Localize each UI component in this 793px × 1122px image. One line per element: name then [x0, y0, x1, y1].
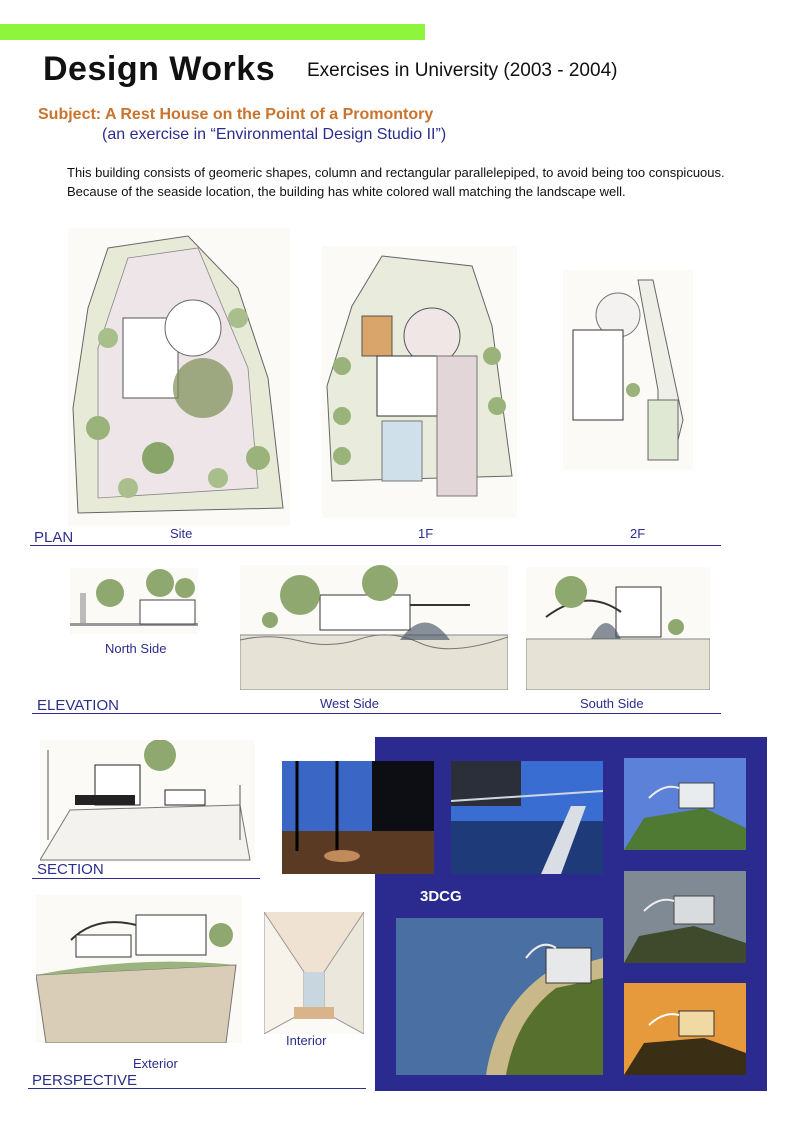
cg-render-aerial	[396, 918, 603, 1075]
section-label: SECTION	[37, 861, 104, 878]
exterior-perspective-drawing	[36, 895, 242, 1043]
first-floor-plan-drawing	[322, 246, 517, 518]
elevation-caption-south: South Side	[580, 696, 644, 711]
west-elevation-drawing	[240, 565, 508, 690]
cg-render-deck	[451, 761, 603, 874]
section-rule	[32, 878, 260, 879]
subject-subtitle: (an exercise in “Environmental Design St…	[102, 126, 447, 143]
elevation-caption-north: North Side	[105, 641, 167, 656]
perspective-caption-exterior: Exterior	[133, 1056, 178, 1071]
perspective-caption-interior: Interior	[286, 1033, 327, 1048]
cg-render-day	[624, 758, 746, 850]
subject-title: Subject: A Rest House on the Point of a …	[38, 106, 434, 123]
elevation-rule	[32, 713, 721, 714]
perspective-rule	[28, 1088, 366, 1089]
section-drawing	[40, 740, 255, 862]
plan-caption-2f: 2F	[630, 526, 646, 541]
plan-rule	[30, 545, 721, 546]
cg-render-sunset	[624, 983, 746, 1075]
second-floor-plan-drawing	[563, 270, 693, 470]
perspective-label: PERSPECTIVE	[32, 1072, 138, 1089]
interior-perspective-drawing	[264, 912, 364, 1034]
page-subtitle: Exercises in University (2003 - 2004)	[307, 60, 618, 81]
elevation-caption-west: West Side	[320, 696, 380, 711]
site-plan-drawing	[68, 228, 290, 526]
plan-caption-site: Site	[170, 526, 193, 541]
plan-label: PLAN	[34, 529, 74, 546]
description: This building consists of geomeric shape…	[67, 163, 767, 201]
description-line-2: Because of the seaside location, the bui…	[67, 184, 626, 199]
cg-render-overcast	[624, 871, 746, 963]
elevation-label: ELEVATION	[37, 697, 119, 714]
accent-bar	[0, 24, 425, 40]
south-elevation-drawing	[526, 567, 710, 690]
north-elevation-drawing	[70, 568, 198, 634]
cg-render-interior-night	[282, 761, 434, 874]
plan-caption-1f: 1F	[418, 526, 434, 541]
page-title: Design Works	[43, 50, 276, 88]
cg-label: 3DCG	[420, 888, 462, 905]
description-line-1: This building consists of geomeric shape…	[67, 165, 725, 180]
